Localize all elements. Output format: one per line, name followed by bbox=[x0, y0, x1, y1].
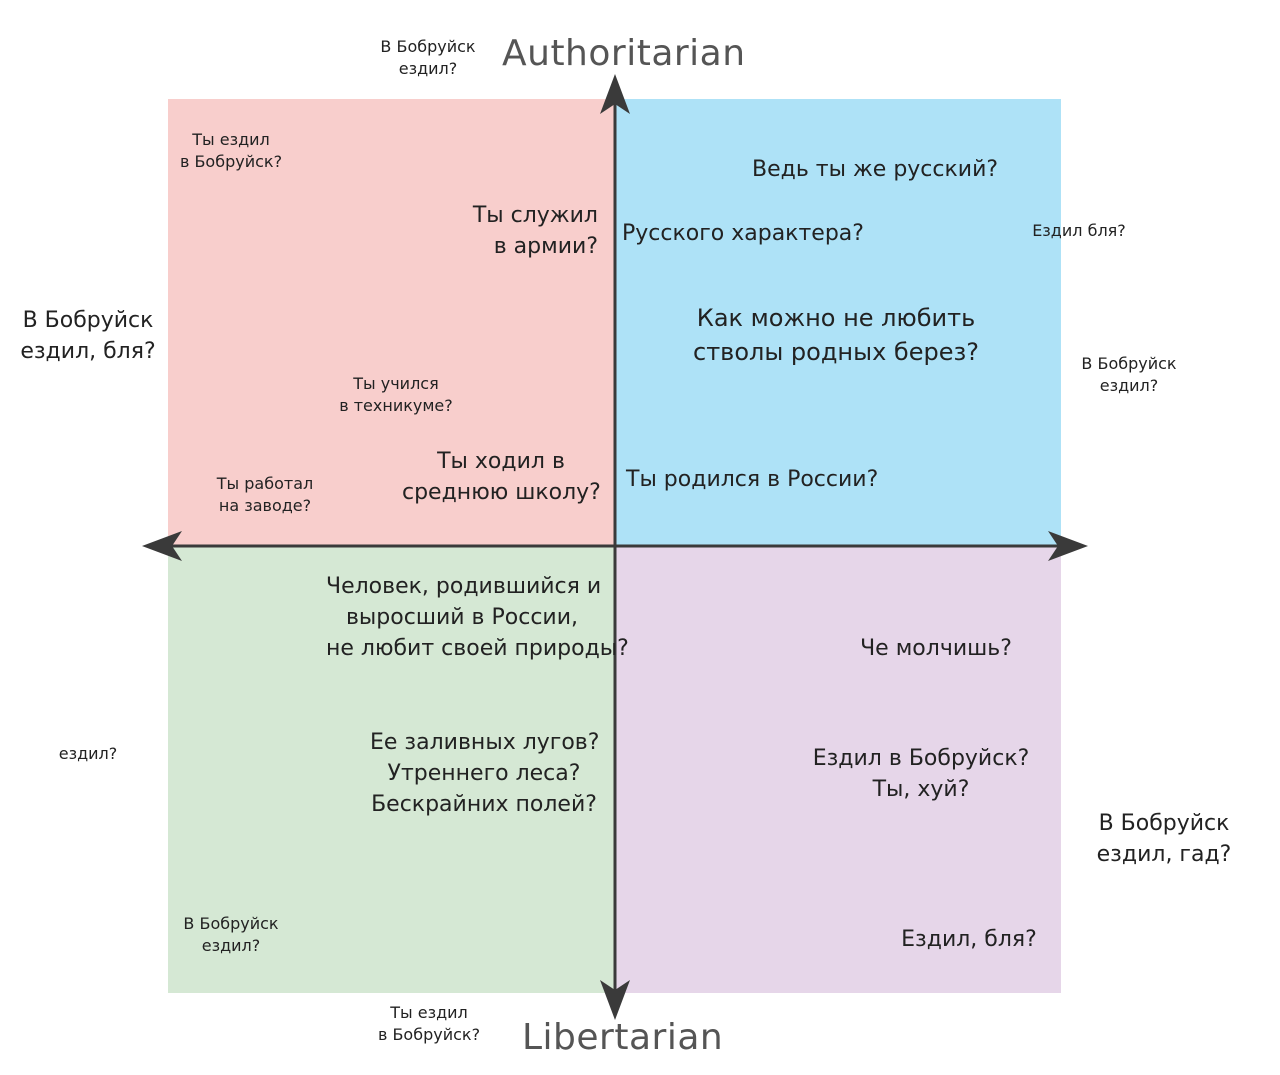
outside-question-left-lower: ездил? bbox=[58, 744, 118, 763]
libertarian-right-quadrant bbox=[615, 546, 1061, 993]
libertarian-left-quadrant bbox=[168, 546, 615, 993]
arrow-left-icon bbox=[142, 531, 182, 561]
label-rode-to-bobruisk-huy: Ездил в Бобруйск?Ты, хуй? bbox=[812, 746, 1030, 802]
outside-question-right-upper: Ездил бля? bbox=[1032, 221, 1126, 240]
axis-title-libertarian: Libertarian bbox=[522, 1017, 724, 1058]
label-meadows-forest-fields: Ее заливных лугов?Утреннего леса?Бескрай… bbox=[370, 730, 600, 817]
arrow-right-icon bbox=[1048, 531, 1088, 561]
label-rode-blya: Ездил, бля? bbox=[901, 927, 1037, 952]
authoritarian-right-quadrant bbox=[615, 99, 1061, 546]
arrow-up-icon bbox=[600, 74, 630, 114]
authoritarian-left-quadrant bbox=[168, 99, 615, 546]
label-you-are-russian: Ведь ты же русский? bbox=[752, 157, 999, 182]
label-russian-character: Русского характера? bbox=[622, 221, 864, 246]
label-why-silent: Че молчишь? bbox=[860, 636, 1012, 661]
arrow-down-icon bbox=[600, 980, 630, 1020]
label-born-in-russia: Ты родился в России? bbox=[626, 467, 879, 492]
axis-title-authoritarian: Authoritarian bbox=[502, 33, 746, 74]
